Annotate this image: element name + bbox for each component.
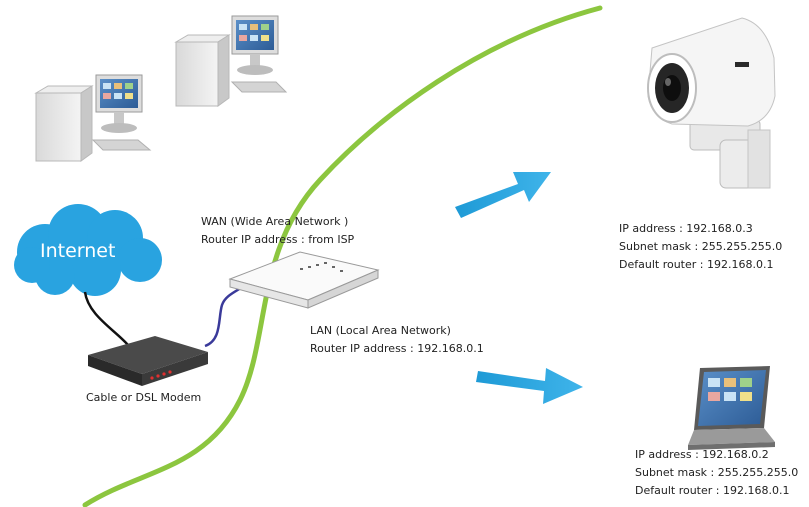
router-icon xyxy=(228,251,380,309)
laptop-ip-address: IP address : 192.168.0.2 xyxy=(635,448,769,461)
arrow-icon xyxy=(476,368,583,404)
lan-title: LAN (Local Area Network) xyxy=(310,324,451,337)
wan-router-ip: Router IP address : from ISP xyxy=(201,233,355,246)
arrow-icon xyxy=(455,172,551,218)
camera-default-router: Default router : 192.168.0.1 xyxy=(619,258,774,271)
internet-cable xyxy=(83,291,129,346)
internet-cloud-label: Internet xyxy=(40,240,116,262)
network-boundary-line xyxy=(82,5,603,507)
camera-ip-address: IP address : 192.168.0.3 xyxy=(619,222,753,235)
laptop-subnet-mask: Subnet mask : 255.255.255.0 xyxy=(635,466,799,479)
camera-subnet-mask: Subnet mask : 255.255.255.0 xyxy=(619,240,783,253)
modem-router-cable xyxy=(204,281,249,348)
modem-label: Cable or DSL Modem xyxy=(86,391,202,404)
laptop-icon xyxy=(688,366,775,450)
desktop-computer-icon xyxy=(34,74,152,162)
lan-router-ip: Router IP address : 192.168.0.1 xyxy=(310,342,484,355)
modem-icon xyxy=(88,336,208,386)
internet-cloud-icon xyxy=(14,204,162,296)
laptop-default-router: Default router : 192.168.0.1 xyxy=(635,484,790,497)
wan-title: WAN (Wide Area Network ) xyxy=(201,215,349,228)
ip-camera-icon xyxy=(647,17,776,189)
desktop-computer-icon xyxy=(174,15,288,107)
